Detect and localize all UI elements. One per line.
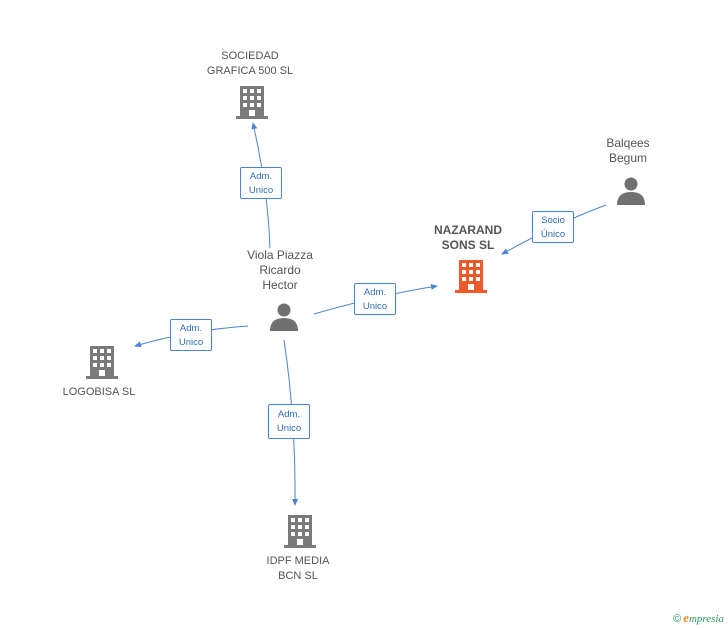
edge-label-line: Unico	[178, 337, 204, 348]
node-label-idpf[interactable]: IDPF MEDIA BCN SL	[248, 554, 348, 584]
building-icon[interactable]	[284, 515, 316, 548]
node-label-line: Viola Piazza	[247, 248, 313, 262]
edge-label-line: Socio	[541, 215, 565, 226]
node-label-line: GRAFICA 500 SL	[206, 65, 294, 77]
node-label-line: IDPF MEDIA	[266, 555, 330, 567]
copyright-symbol: ©	[673, 613, 682, 625]
node-label-line: Begum	[608, 151, 648, 165]
node-label-sociedad[interactable]: SOCIEDAD GRAFICA 500 SL	[190, 49, 310, 79]
node-label-line: Ricardo	[259, 263, 301, 277]
node-label-logobisa[interactable]: LOGOBISA SL	[49, 385, 149, 400]
building-icon[interactable]	[236, 86, 268, 119]
node-label-line: Hector	[262, 278, 298, 292]
brand-initial: e	[683, 610, 689, 625]
edge-label-line: Único	[540, 229, 566, 240]
node-label-line: NAZARAND	[434, 223, 502, 237]
node-label-line: LOGOBISA SL	[62, 386, 136, 398]
node-label-line: Balqees	[606, 136, 650, 150]
edge-label-line: Adm.	[249, 171, 273, 182]
building-icon[interactable]	[86, 346, 118, 379]
edge-label-viola-sociedad[interactable]: Adm. Unico	[240, 167, 282, 199]
edge-label-line: Adm.	[277, 409, 301, 420]
building-icon[interactable]	[455, 260, 487, 293]
edge-label-line: Adm.	[363, 287, 387, 298]
edge-label-line: Unico	[276, 423, 302, 434]
node-label-balqees[interactable]: Balqees Begum	[588, 136, 668, 166]
edge-label-line: Unico	[248, 185, 274, 196]
edge-label-line: Adm.	[179, 323, 203, 334]
node-label-nazarand[interactable]: NAZARAND SONS SL	[418, 223, 518, 253]
node-label-line: SONS SL	[441, 238, 495, 252]
person-icon[interactable]	[617, 177, 645, 206]
node-label-line: SOCIEDAD	[221, 50, 279, 62]
edge-label-line: Unico	[362, 301, 388, 312]
brand-name: mpresia	[688, 613, 724, 625]
node-label-viola[interactable]: Viola Piazza Ricardo Hector	[230, 248, 330, 293]
node-label-line: BCN SL	[278, 570, 318, 582]
edge-label-viola-idpf[interactable]: Adm. Unico	[268, 404, 310, 439]
edge-label-viola-logobisa[interactable]: Adm. Unico	[170, 319, 212, 351]
edge-label-viola-nazarand[interactable]: Adm. Unico	[354, 283, 396, 315]
person-icon[interactable]	[270, 303, 298, 332]
edge-label-balqees-nazarand[interactable]: Socio Único	[532, 211, 574, 243]
empresia-watermark: ©empresia	[673, 610, 724, 626]
